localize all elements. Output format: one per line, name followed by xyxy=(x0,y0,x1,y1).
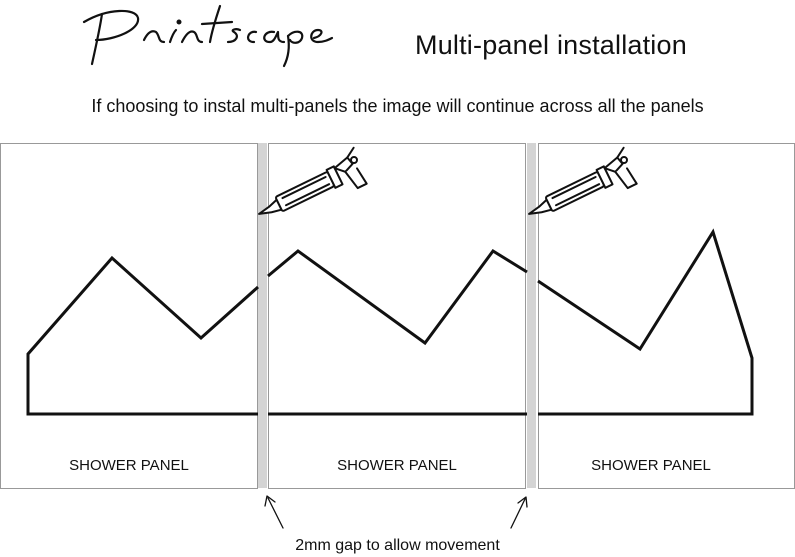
brand-logo xyxy=(82,4,334,68)
shower-panel-2 xyxy=(268,143,526,489)
caulking-gun-icon xyxy=(528,146,638,215)
gap-caption: 2mm gap to allow movement xyxy=(295,537,500,554)
caulking-gun-icon xyxy=(258,146,368,215)
panel-label-3: SHOWER PANEL xyxy=(591,457,711,474)
arrow-up-icon xyxy=(264,495,284,529)
shower-panel-1 xyxy=(0,143,258,489)
arrow-up-icon xyxy=(510,496,528,529)
page-title: Multi-panel installation xyxy=(415,30,687,61)
gap-strip-left xyxy=(258,143,267,488)
panel-label-2: SHOWER PANEL xyxy=(337,457,457,474)
gap-strip-right xyxy=(527,143,536,488)
panel-label-1: SHOWER PANEL xyxy=(69,457,189,474)
mountain-outline-panel-3 xyxy=(537,228,754,416)
mountain-outline-panel-2 xyxy=(267,248,528,416)
intro-text: If choosing to instal multi-panels the i… xyxy=(91,96,704,116)
mountain-outline-panel-1 xyxy=(26,255,260,416)
